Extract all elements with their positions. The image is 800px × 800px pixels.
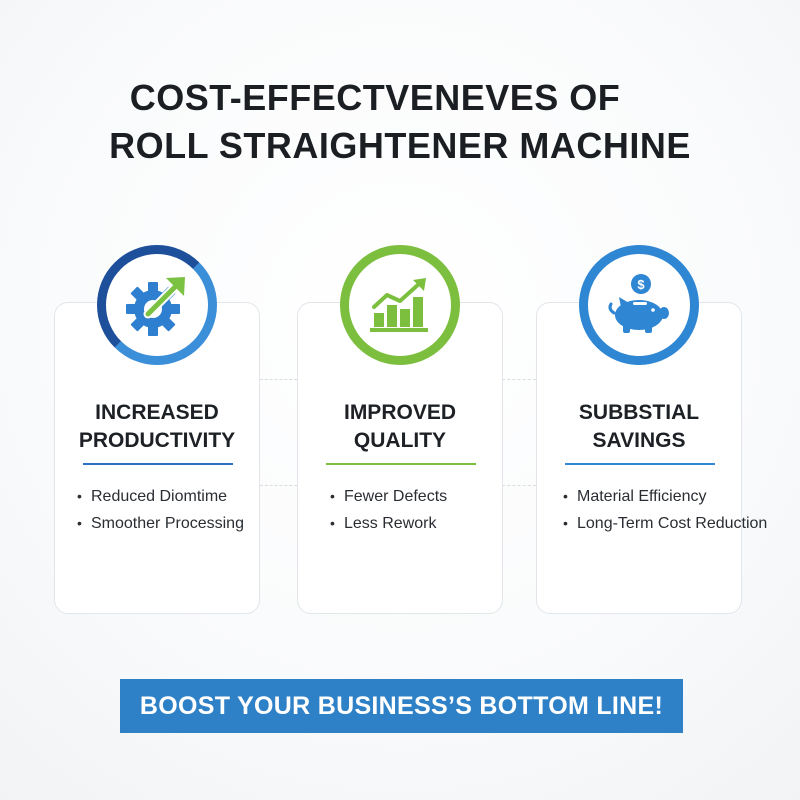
svg-text:$: $: [637, 277, 645, 292]
piggy-bank-coin-icon: $: [608, 274, 669, 333]
productivity-badge: [97, 245, 217, 365]
cta-banner[interactable]: BOOST YOUR BUSINESS’S BOTTOM LINE!: [120, 679, 683, 733]
bullet-list: Fewer Defects Less Rework: [330, 483, 502, 537]
card-title-line-2: SAVINGS: [592, 429, 686, 452]
list-item: Long-Term Cost Reduction: [563, 510, 767, 537]
bullet-list: Material Efficiency Long-Term Cost Reduc…: [563, 483, 767, 537]
savings-badge: $: [579, 245, 699, 365]
gear-with-growth-arrow-icon: [126, 277, 185, 336]
card-savings: SUBBSTIAL SAVINGS Material Efficiency Lo…: [536, 302, 767, 614]
card-divider: [565, 463, 715, 465]
card-title-line-2: QUALITY: [353, 429, 447, 452]
list-item: Smoother Processing: [77, 510, 259, 537]
page-title: COST-EFFECTVENEVES OF ROLL STRAIGHTENER …: [0, 74, 800, 170]
list-item: Reduced Diomtime: [77, 483, 259, 510]
title-line-1: COST-EFFECTVENEVES OF: [129, 77, 621, 118]
bullet-list: Reduced Diomtime Smoother Processing: [77, 483, 259, 537]
list-item: Fewer Defects: [330, 483, 502, 510]
card-title-line-1: INCREASED: [95, 401, 219, 424]
list-item: Less Rework: [330, 510, 502, 537]
card-title-line-2: PRODUCTIVITY: [78, 429, 236, 452]
card-divider: [326, 463, 476, 465]
quality-badge: [340, 245, 460, 365]
card-title: IMPROVED QUALITY: [298, 399, 502, 455]
connector-1-bottom: [260, 485, 297, 486]
connector-1-top: [260, 379, 297, 380]
card-divider: [83, 463, 233, 465]
card-title: INCREASED PRODUCTIVITY: [55, 399, 259, 455]
card-title-line-1: IMPROVED: [343, 401, 456, 424]
list-item: Material Efficiency: [563, 483, 741, 510]
title-line-2: ROLL STRAIGHTENER MACHINE: [109, 125, 691, 166]
bar-chart-growth-icon: [370, 278, 428, 332]
card-title: SUBBSTIAL SAVINGS: [537, 399, 741, 455]
connector-2-top: [502, 379, 536, 380]
card-title-line-1: SUBBSTIAL: [578, 401, 700, 424]
connector-2-bottom: [502, 485, 536, 486]
